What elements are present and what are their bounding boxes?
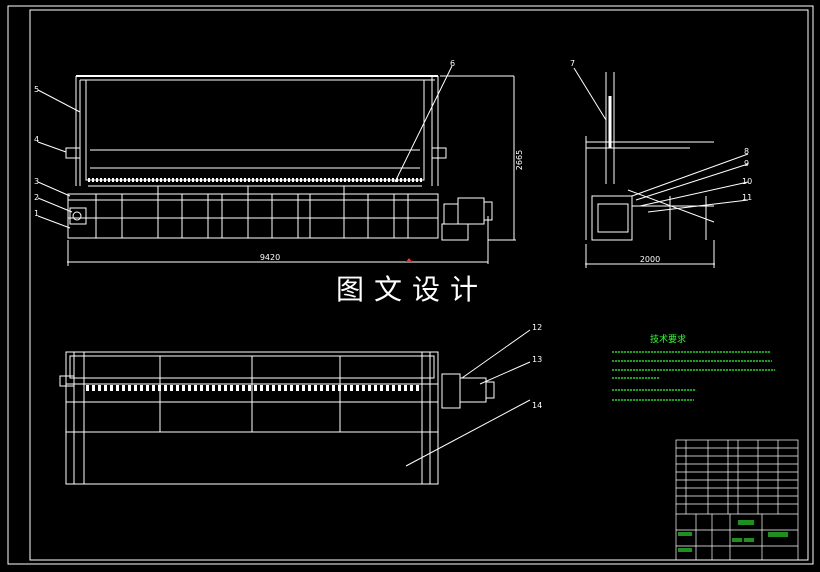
callout-3: 3 <box>34 177 39 186</box>
view-marker <box>406 258 412 262</box>
dim-front-height: 2665 <box>515 150 524 170</box>
top-view <box>59 329 531 485</box>
title-block <box>675 439 799 561</box>
callout-12: 12 <box>532 323 542 332</box>
callout-9: 9 <box>744 159 749 168</box>
technical-requirements-title: 技术要求 <box>650 335 687 345</box>
callout-10: 10 <box>742 177 752 186</box>
callout-14: 14 <box>532 401 542 410</box>
callout-7: 7 <box>570 59 575 68</box>
callout-4: 4 <box>34 135 39 144</box>
watermark-text: 图文设计 <box>336 273 489 306</box>
callout-5: 5 <box>34 85 39 94</box>
callout-6: 6 <box>450 59 455 68</box>
callout-13: 13 <box>532 355 542 364</box>
requirement-lines <box>612 351 775 401</box>
outer-border <box>7 5 814 565</box>
callout-numbers: 1 2 3 4 5 6 7 8 9 10 11 12 13 14 <box>34 59 752 410</box>
inner-border <box>29 9 809 561</box>
callout-2: 2 <box>34 193 39 202</box>
side-view <box>573 67 749 268</box>
dim-side-width: 2000 <box>640 255 660 264</box>
callout-8: 8 <box>744 147 749 156</box>
front-view <box>37 65 516 266</box>
dim-front-width: 9420 <box>260 253 280 262</box>
callout-1: 1 <box>34 209 39 218</box>
callout-11: 11 <box>742 193 752 202</box>
